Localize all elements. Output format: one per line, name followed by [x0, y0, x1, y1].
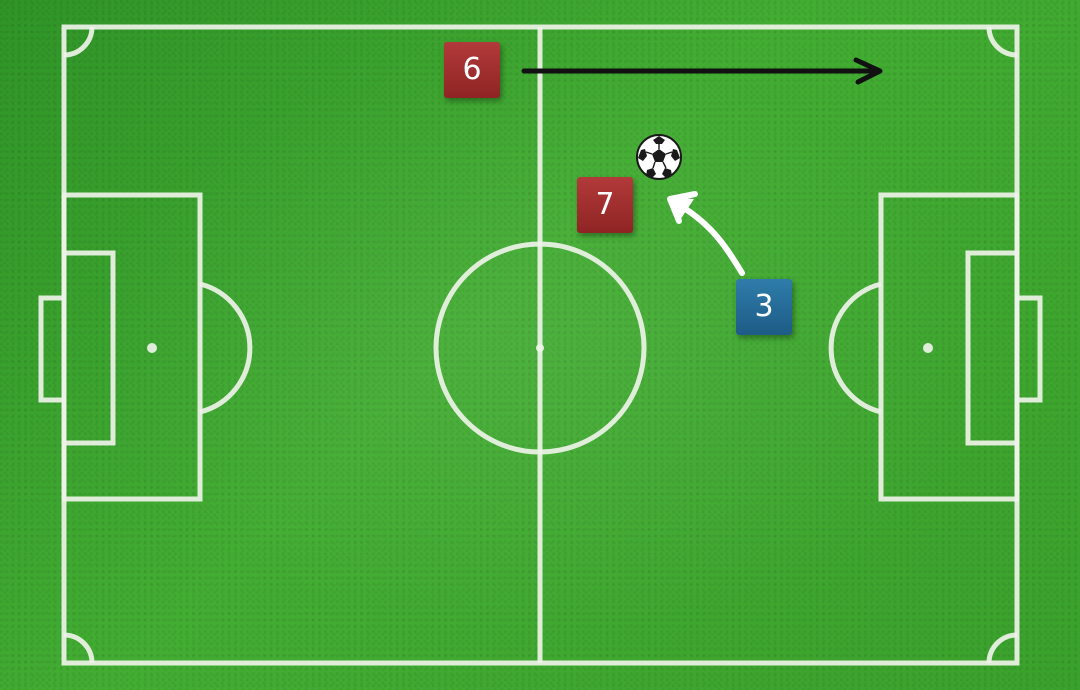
- right-goal: [1014, 295, 1043, 403]
- player-token-6[interactable]: 6: [444, 42, 500, 98]
- right-goal-area: [965, 250, 1020, 446]
- player-token-7[interactable]: 7: [577, 177, 633, 233]
- left-penalty-spot: [147, 343, 157, 353]
- soccer-ball-icon[interactable]: [634, 132, 684, 182]
- player-token-3[interactable]: 3: [736, 279, 792, 335]
- right-penalty-spot: [923, 343, 933, 353]
- center-circle: [433, 241, 647, 455]
- left-goal-area: [61, 250, 116, 446]
- left-goal: [38, 295, 67, 403]
- left-penalty-arc: [199, 281, 253, 415]
- center-spot: [536, 344, 544, 352]
- corner-arc-bottom-left: [63, 632, 95, 664]
- left-penalty-area: [61, 192, 203, 502]
- right-penalty-arc: [828, 281, 882, 415]
- corner-arc-top-left: [63, 26, 95, 58]
- right-penalty-area: [878, 192, 1020, 502]
- corner-arc-top-right: [986, 26, 1018, 58]
- corner-arc-bottom-right: [986, 632, 1018, 664]
